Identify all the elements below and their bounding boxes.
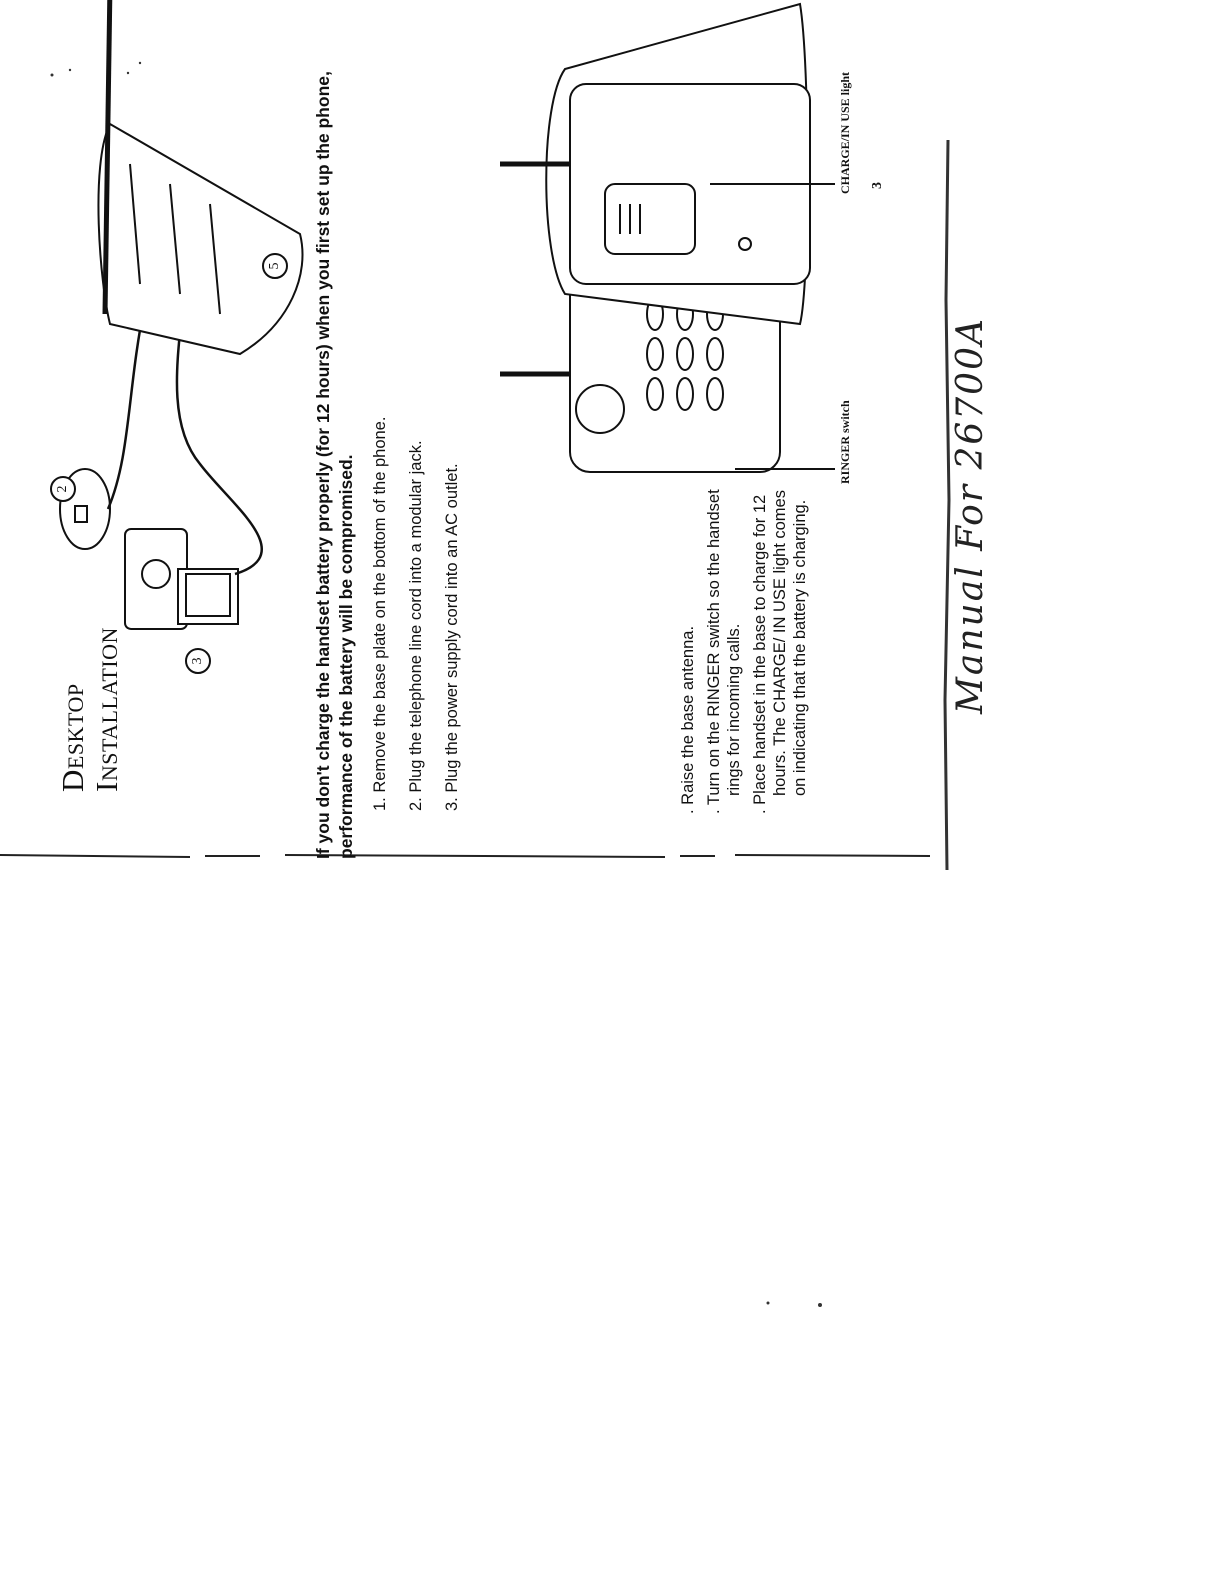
handwritten-note: Manual For 26700A xyxy=(950,317,991,714)
speckles xyxy=(50,61,962,1307)
setup-steps: 1. Remove the base plate on the bottom o… xyxy=(370,391,478,811)
charge-in-use-label: CHARGE/IN USE light xyxy=(838,71,852,194)
callout-2: 2 xyxy=(50,476,76,502)
step-item: 1. Remove the base plate on the bottom o… xyxy=(371,416,389,811)
base-phone-icon xyxy=(97,0,304,356)
left-fold-line xyxy=(0,854,931,858)
ringer-switch-label: RINGER switch xyxy=(838,400,852,484)
step-item: 2. Plug the telephone line cord into a m… xyxy=(407,440,425,811)
installation-illustration xyxy=(59,0,304,630)
page-number: 3 xyxy=(870,182,885,189)
callout-5: 5 xyxy=(262,253,288,279)
base-unit-icon xyxy=(500,2,835,326)
step-item: 3. Plug the power supply cord into an AC… xyxy=(443,463,461,811)
handset-base-illustration xyxy=(500,2,835,473)
right-edge-shadow xyxy=(943,139,951,871)
callout-3: 3 xyxy=(185,648,211,674)
wall-outlet-icon xyxy=(124,528,239,630)
